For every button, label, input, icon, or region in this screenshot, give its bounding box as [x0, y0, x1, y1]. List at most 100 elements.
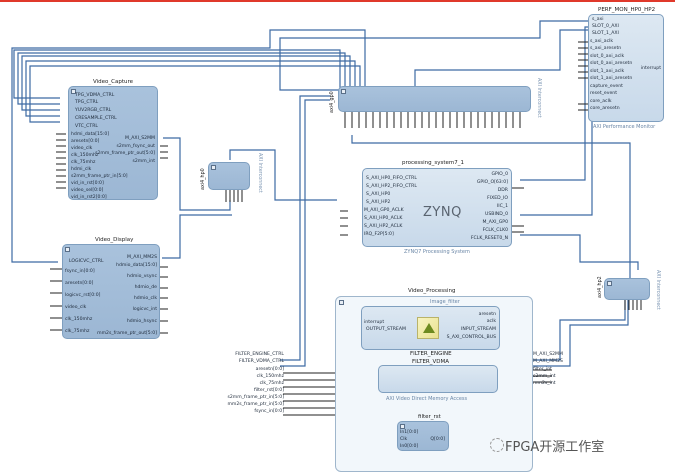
port-slot-1-axi-aresetn: slot_1_axi_aresetn — [590, 76, 633, 81]
expand-icon[interactable] — [400, 424, 405, 429]
vp-port-m-axi-s2mm: M_AXI_S2MM — [533, 352, 563, 357]
port-s2mm-frame-ptr-out: s2mm_frame_ptr_out[5:0] — [95, 151, 155, 156]
port-aresetn: aresetn[0:0] — [71, 139, 100, 144]
vp-port-mm2s-int: mm2s_int — [533, 381, 556, 386]
video-display-block[interactable]: LOGICVC_CTRL fsync_in[0:0] aresetn[0:0] … — [62, 244, 160, 339]
port-clk: Clk — [400, 437, 408, 442]
axi4-gp0-type: AXI Interconnect — [536, 78, 541, 118]
port-slot-0-axi: SLOT_0_AXI — [592, 24, 619, 29]
port-slot-1-axi-aclk: slot_1_axi_aclk — [590, 69, 625, 74]
vp-port-filter-vdma-ctrl: FILTER_VDMA_CTRL — [239, 359, 284, 364]
axi4-gp0-block[interactable] — [338, 86, 531, 112]
wire-capture-hp0 — [163, 137, 231, 211]
filter-rst-block[interactable]: In1[0:0] Clk In0[0:0] Q[0:0] — [397, 421, 449, 451]
port-q: Q[0:0] — [430, 437, 445, 442]
port-s-axi-hp0-fifo-ctrl: S_AXI_HP0_FIFO_CTRL — [366, 176, 417, 181]
vdma-block[interactable] — [378, 365, 498, 393]
port-interrupt: interrupt — [640, 66, 661, 71]
port-clk-75mhz: clk_75mhz — [65, 329, 90, 334]
port-gpio-o: GPIO_O[63:0] — [476, 180, 508, 185]
port-aresetn: aresetn — [478, 312, 496, 317]
port-ddr: DDR — [497, 188, 508, 193]
port-clk-150mhz: clk_150mhz — [71, 153, 99, 158]
vp-port-s2mm-int: s2mm_int — [533, 374, 556, 379]
axi4-hp2-type: AXI Interconnect — [655, 270, 660, 310]
wire-yuv — [21, 55, 351, 111]
wire-hp2-proc1 — [520, 300, 626, 361]
video-display-title: Video_Display — [95, 237, 134, 243]
port-s-axi-aresetn: s_axi_aresetn — [590, 46, 622, 51]
port-output-stream: OUTPUT_STREAM — [366, 327, 406, 332]
video-processing-title: Video_Processing — [408, 288, 456, 294]
wire-filter-ctrl — [280, 95, 330, 361]
expand-icon[interactable] — [211, 165, 216, 170]
perf-mon-block[interactable]: s_axi SLOT_0_AXI SLOT_1_AXI s_axi_aclk s… — [588, 14, 664, 122]
ps-title: processing_system7_1 — [402, 160, 465, 166]
axi4-hp0-name: axi4_hp0 — [201, 168, 206, 190]
video-capture-title: Video_Capture — [93, 79, 134, 85]
port-clk-75mhz: clk_75mhz — [71, 160, 96, 165]
wire-tpg-vdma — [13, 49, 341, 99]
port-vid-in-rst2: vid_in_rst2[0:0] — [71, 195, 107, 200]
port-m-axi-gp0-aclk: M_AXI_GP0_ACLK — [364, 208, 404, 213]
port-s-axi-control-bus: S_AXI_CONTROL_BUS — [446, 335, 496, 340]
port-gpio-0: GPIO_0 — [491, 172, 508, 177]
axi4-hp0-type: AXI Interconnect — [257, 153, 262, 193]
wire-vdma-ctrl — [280, 99, 330, 367]
port-m-axi-s2mm: M_AXI_S2MM — [125, 136, 155, 141]
port-vtc-ctrl: VTC_CTRL — [75, 124, 98, 129]
expand-icon[interactable] — [71, 89, 76, 94]
vp-port-filter-int: filter_int — [533, 367, 552, 372]
vp-port-m-axi-mm2s: M_AXI_MM2S — [533, 359, 563, 364]
wire-display-hp0 — [162, 214, 232, 259]
port-vid-in-rst: vid_in_rst[0:0] — [71, 181, 104, 186]
vp-port-filter-rst: filter_rst[0:0] — [253, 388, 284, 393]
wire-logicvc — [11, 29, 366, 263]
port-input-stream: INPUT_STREAM — [461, 327, 496, 332]
wire-gp0-right — [414, 29, 588, 90]
collapse-icon[interactable] — [339, 300, 344, 305]
port-yuv2rgb-ctrl: YUV2RGB_CTRL — [75, 108, 112, 113]
port-s2mm-frame-ptr-in: s2mm_frame_ptr_in[5:0] — [71, 174, 128, 179]
port-tpg-ctrl: TPG_CTRL — [75, 100, 99, 105]
port-m-axi-mm2s: M_AXI_MM2S — [127, 255, 157, 260]
ps-subtitle: ZYNQ7 Processing System — [404, 249, 470, 255]
wire-gp0-ps — [351, 135, 631, 280]
port-m-axi-gp0: M_AXI_GP0 — [482, 220, 508, 225]
port-hdmio-hsync: hdmio_hsync — [126, 319, 157, 324]
port-hdmio-clk: hdmio_clk — [133, 296, 157, 301]
port-reset-event: reset_event — [590, 91, 618, 96]
image-filter-block[interactable]: interrupt OUTPUT_STREAM aresetn aclk INP… — [361, 306, 500, 350]
port-fclk-reset0-n: FCLK_RESET0_N — [470, 236, 508, 241]
expand-icon[interactable] — [65, 247, 70, 252]
port-s-axi-hp2-fifo-ctrl: S_AXI_HP2_FIFO_CTRL — [366, 184, 417, 189]
port-usbind-0: USBIND_0 — [485, 212, 508, 217]
port-irq-f2p: IRQ_F2P[5:0] — [364, 232, 394, 237]
port-slot-0-axi-aclk: slot_0_axi_aclk — [590, 54, 625, 59]
port-s-axi-hp0: S_AXI_HP0 — [366, 192, 391, 197]
vp-port-clk-75mhz: clk_75mhz — [259, 381, 284, 386]
port-hdmi-data: hdmi_data[15:0] — [71, 132, 110, 137]
vp-port-s2mm-frame-ptr-in: s2mm_frame_ptr_in[5:0] — [227, 395, 284, 400]
port-in0: In0[0:0] — [400, 444, 419, 449]
video-capture-block[interactable]: TPG_VDMA_CTRL TPG_CTRL YUV2RGB_CTRL CRES… — [68, 86, 158, 200]
processing-system-block[interactable]: S_AXI_HP0_FIFO_CTRL S_AXI_HP2_FIFO_CTRL … — [362, 168, 512, 247]
port-fclk-clk0: FCLK_CLK0 — [482, 228, 508, 233]
vp-port-fsync-in: fsync_in[0:0] — [254, 409, 284, 414]
port-fsync-in: fsync_in[0:0] — [65, 269, 95, 274]
axi4-hp2-block[interactable] — [604, 278, 650, 300]
port-video-clk: video_clk — [65, 305, 87, 310]
port-hdmio-de: hdmio_de — [134, 285, 157, 290]
expand-icon[interactable] — [341, 89, 346, 94]
expand-icon[interactable] — [607, 281, 612, 286]
vp-port-filter-engine-ctrl: FILTER_ENGINE_CTRL — [235, 352, 284, 357]
port-hdmi-clk: hdmi_clk — [71, 167, 92, 172]
wire-vtc — [29, 65, 361, 123]
port-mm2s-frame-ptr-out: mm2s_frame_ptr_out[5:0] — [97, 331, 157, 336]
axi4-hp2-name: axi4_hp2 — [598, 276, 603, 298]
axi4-hp0-block[interactable] — [208, 162, 250, 190]
image-filter-title: Image_filter — [430, 299, 460, 305]
zynq-logo: ZYNQ — [423, 205, 462, 220]
port-video-sel: video_sel[0:0] — [71, 188, 104, 193]
port-hdmio-data: hdmio_data[15:0] — [116, 263, 157, 268]
